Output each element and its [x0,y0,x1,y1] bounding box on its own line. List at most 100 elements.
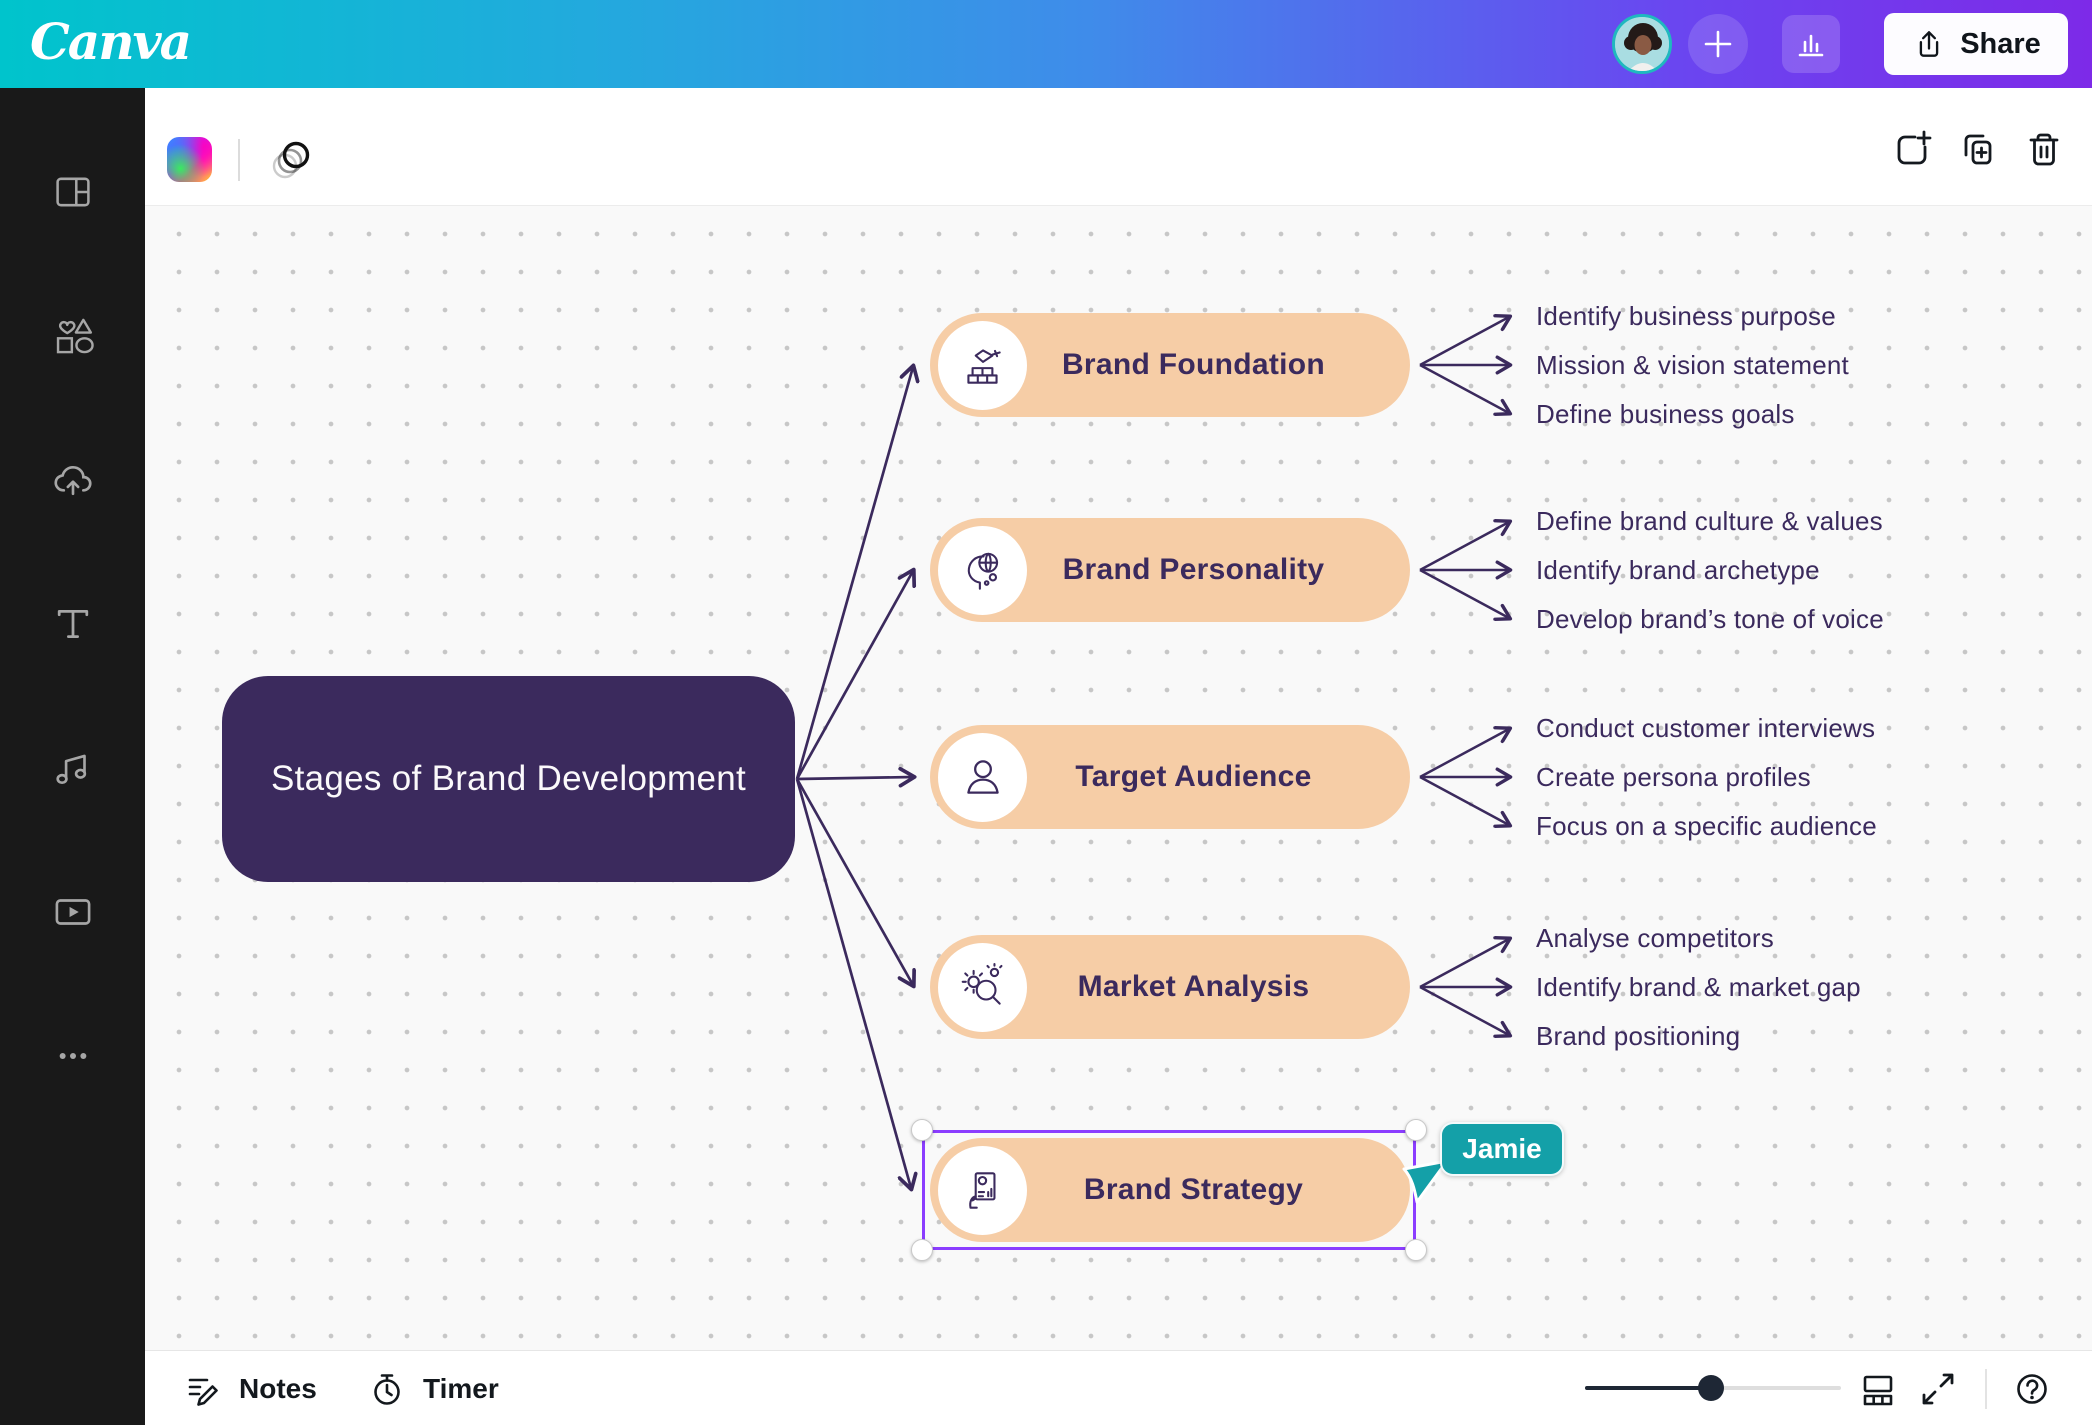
branch-label: Target Audience [1075,760,1312,793]
selection-handle-top-right[interactable] [1405,1119,1427,1141]
selection-handle-bottom-left[interactable] [911,1239,933,1261]
mindmap-root-node[interactable]: Stages of Brand Development [222,676,795,882]
avatar[interactable] [1612,14,1672,74]
templates-icon [55,177,90,207]
branch-node-brand-strategy[interactable]: Brand Strategy [930,1138,1410,1242]
branch-label: Market Analysis [1077,970,1310,1003]
mindmap-subitem[interactable]: Analyse competitors [1536,923,1774,953]
mindmap-subitem[interactable]: Conduct customer interviews [1536,713,1876,743]
notes-label: Notes [239,1372,317,1404]
share-button-label: Share [1960,27,2041,60]
bricks-trowel-icon [966,349,1001,384]
canvas-toolbar [145,88,2092,206]
branch-node-market-analysis[interactable]: Market Analysis [930,935,1410,1039]
notes-button[interactable]: Notes [183,1351,317,1425]
branch-icon-circle [938,942,1027,1032]
mindmap-subitem[interactable]: Develop brand’s tone of voice [1536,604,1884,634]
branch-label: Brand Strategy [1083,1173,1304,1206]
person-icon [966,760,999,794]
top-header: Canva Share [0,0,2092,88]
upload-cloud-icon [53,466,92,496]
more-dots-icon [59,1053,86,1059]
avatar-photo [1615,17,1669,71]
animate-button[interactable] [265,133,319,187]
fullscreen-button[interactable] [1917,1368,1959,1410]
strategy-document-icon [968,1172,995,1209]
sidebar-item-videos[interactable] [45,884,101,940]
timer-label: Timer [423,1372,499,1404]
share-icon [1919,31,1939,57]
collaborator-cursor-icon [1402,1159,1449,1204]
mindmap-subitem[interactable]: Identify brand archetype [1536,555,1820,585]
mindmap-subitem[interactable]: Identify business purpose [1536,301,1836,331]
sidebar-item-audio[interactable] [45,740,101,796]
plus-icon [1704,30,1732,58]
branch-icon-circle [938,320,1027,410]
text-icon [57,609,88,639]
video-icon [55,899,90,925]
branch-icon-circle [938,1145,1027,1235]
branch-node-brand-foundation[interactable]: Brand Foundation [930,313,1410,417]
mindmap-subitem[interactable]: Create persona profiles [1536,762,1811,792]
add-design-button[interactable] [1688,14,1748,74]
branch-icon-circle [938,525,1027,615]
subitems-market-analysis: Analyse competitors Identify brand & mar… [1536,914,1976,1061]
duplicate-page-icon [1964,134,1992,165]
root-node-label: Stages of Brand Development [270,758,747,798]
branch-icon-circle [938,732,1027,822]
sidebar [0,88,145,1425]
pages-grid-icon [1863,1375,1893,1406]
selection-handle-bottom-right[interactable] [1405,1239,1427,1261]
insights-button[interactable] [1782,15,1840,73]
subitems-target-audience: Conduct customer interviews Create perso… [1536,704,1976,851]
zoom-slider[interactable] [1585,1375,1841,1401]
sidebar-item-text[interactable] [45,596,101,652]
duplicate-page-button[interactable] [1956,128,2000,172]
collaborator-name: Jamie [1462,1133,1542,1164]
mindmap-subitem[interactable]: Define business goals [1536,399,1795,429]
add-page-icon [1897,130,1932,165]
help-button[interactable] [2011,1368,2053,1410]
notes-icon [188,1378,218,1406]
sidebar-item-templates[interactable] [45,164,101,220]
mindmap-subitem[interactable]: Focus on a specific audience [1536,811,1877,841]
toolbar-divider [238,139,240,181]
bar-chart-icon [1798,34,1824,57]
zoom-slider-fill [1585,1386,1711,1390]
sidebar-item-elements[interactable] [45,308,101,364]
mindmap-subitem[interactable]: Define brand culture & values [1536,506,1883,536]
delete-button[interactable] [2022,128,2066,172]
gear-magnifier-icon [961,963,1002,1005]
trash-icon [2029,133,2059,166]
mindmap-subitem[interactable]: Brand positioning [1536,1021,1741,1051]
subitems-brand-foundation: Identify business purpose Mission & visi… [1536,292,1976,439]
add-page-button[interactable] [1890,128,1934,172]
pages-view-button[interactable] [1857,1368,1899,1410]
elements-icon [56,318,94,354]
bottom-bar: Notes Timer [145,1350,2092,1425]
canva-logo[interactable]: Canva [30,12,192,71]
help-icon [2017,1374,2047,1404]
head-globe-icon [967,552,998,590]
branch-node-brand-personality[interactable]: Brand Personality [930,518,1410,622]
whiteboard-canvas[interactable]: Stages of Brand Development Brand Founda… [145,206,2092,1350]
collaborator-name-badge: Jamie [1440,1122,1564,1176]
music-note-icon [55,754,86,785]
selection-handle-top-left[interactable] [911,1119,933,1141]
branch-node-target-audience[interactable]: Target Audience [930,725,1410,829]
expand-icon [1922,1373,1954,1405]
mindmap-subitem[interactable]: Identify brand & market gap [1536,972,1861,1002]
footer-divider [1985,1369,1987,1409]
branch-label: Brand Personality [1062,553,1325,586]
timer-button[interactable]: Timer [367,1351,499,1425]
share-button[interactable]: Share [1884,13,2068,75]
subitems-brand-personality: Define brand culture & values Identify b… [1536,497,1976,644]
timer-icon [374,1373,400,1405]
animate-icon [272,141,310,179]
mindmap-subitem[interactable]: Mission & vision statement [1536,350,1849,380]
sidebar-item-uploads[interactable] [45,452,101,508]
color-picker-swatch[interactable] [167,137,212,182]
sidebar-item-more[interactable] [45,1028,101,1084]
zoom-slider-thumb[interactable] [1698,1375,1724,1401]
